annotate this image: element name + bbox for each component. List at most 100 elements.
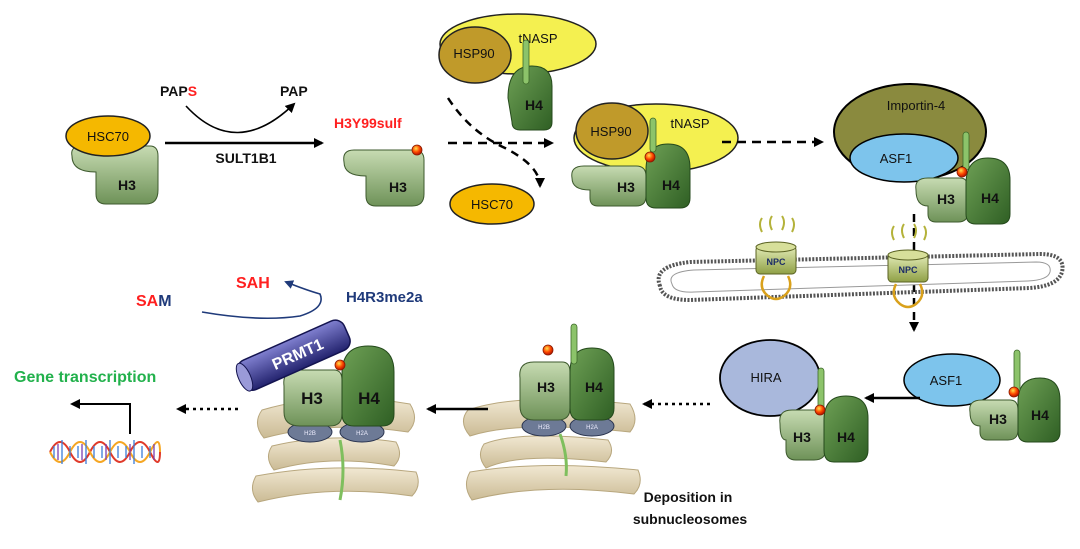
prmt1-enzyme: PRMT1 — [235, 319, 351, 392]
methyl-donor-arrow — [201, 280, 322, 320]
npc-filaments — [891, 223, 927, 241]
h4-label: H4 — [358, 389, 380, 408]
sulfation-site-dot — [1008, 386, 1020, 398]
hsc70-protein — [65, 115, 151, 157]
hsc70-label: HSC70 — [471, 197, 513, 212]
h4-histone — [569, 347, 615, 421]
npc-label: NPC — [898, 265, 918, 275]
dna-wrap — [480, 435, 612, 469]
gene-transcription-label: Gene transcription — [14, 369, 156, 386]
sulfation-site-dot — [334, 359, 346, 371]
h2a-label: H2A — [356, 431, 368, 437]
h3-label: H3 — [937, 191, 955, 207]
transcription-start-arrow — [70, 399, 131, 434]
hsp90-protein — [575, 102, 649, 160]
h4-tail — [962, 131, 970, 171]
hsp90-label: HSP90 — [590, 124, 631, 139]
h4-histone — [341, 345, 395, 427]
sulfation-cofactor-arrow — [185, 102, 296, 134]
dna-double-helix-icon — [49, 440, 161, 464]
nuclear-membrane — [656, 251, 1065, 303]
h3-label: H3 — [989, 411, 1007, 427]
nuclear-pore-complex: NPC — [755, 215, 797, 301]
sulfation-site-dot — [956, 166, 968, 178]
pap-label: PAP — [280, 83, 308, 99]
h3-histone — [779, 409, 827, 461]
h4-label: H4 — [585, 379, 603, 395]
h3-histone — [571, 165, 647, 207]
h2b-label: H2B — [304, 431, 316, 437]
nuclear-pore-complex: NPC — [887, 223, 929, 309]
h2a-label: H2A — [586, 425, 598, 431]
h4-label: H4 — [662, 177, 680, 193]
h3-label: H3 — [389, 179, 407, 195]
h3y99sulf-label: H3Y99sulf — [334, 115, 402, 131]
hsp90-protein — [438, 26, 512, 84]
h4-label: H4 — [525, 97, 543, 113]
hsc70-protein — [449, 183, 535, 225]
sulfated-h3: H3 — [343, 144, 425, 207]
deposition-label-line1: Deposition in — [644, 489, 733, 505]
tnasp-label: tNASP — [670, 116, 709, 131]
hsc70-label: HSC70 — [87, 129, 129, 144]
h4-histone — [645, 143, 691, 209]
nuclear-envelope: NPC NPC — [656, 215, 1065, 309]
sah-label: SAH — [236, 275, 270, 292]
h3-label: H3 — [617, 179, 635, 195]
h3-histone — [969, 399, 1019, 441]
sulfation-site-dot — [542, 344, 554, 356]
h4-tail — [570, 323, 578, 365]
npc-label: NPC — [766, 257, 786, 267]
dna-wrap — [252, 467, 419, 503]
sulfation-site-dot — [644, 151, 656, 163]
h4-histone — [507, 65, 553, 131]
asf1-label: ASF1 — [930, 373, 963, 388]
importin4-label: Importin-4 — [887, 98, 946, 113]
h4-histone — [823, 395, 869, 463]
h3-histone — [915, 177, 969, 223]
h4-tail — [522, 39, 530, 85]
dna-wrap — [268, 437, 400, 471]
histone-tail — [338, 439, 345, 501]
h3-label: H3 — [793, 429, 811, 445]
hsc70-release-arrow — [446, 97, 545, 188]
h4-tail — [1013, 349, 1021, 393]
asf1-h3-h4-complex: ASF1 H3 H4 — [903, 349, 1061, 443]
h3-label: H3 — [118, 177, 136, 193]
histone-tail — [558, 433, 568, 477]
npc-basket — [892, 283, 924, 309]
h4-label: H4 — [837, 429, 855, 445]
prmt1-nucleosome: H2B H2A H3 H4 PRMT1 — [235, 319, 419, 503]
paps-label: PAPS — [160, 83, 197, 99]
hira-label: HIRA — [750, 370, 781, 385]
h3-label: H3 — [537, 379, 555, 395]
h3-label: H3 — [301, 389, 323, 408]
sulfation-site-dot — [411, 144, 423, 156]
dna-wrap — [466, 464, 641, 501]
h4-label: H4 — [1031, 407, 1049, 423]
h3-histone — [343, 149, 425, 207]
deposition-label-line2: subnucleosomes — [633, 511, 748, 527]
hsc70-h3-complex: H3 HSC70 — [65, 115, 159, 205]
asf1-protein — [903, 353, 1001, 407]
h4-histone — [1017, 377, 1061, 443]
asf1-protein — [849, 133, 959, 183]
h4r3me2a-label: H4R3me2a — [346, 289, 423, 306]
h4-tail — [649, 117, 657, 153]
h4-label: H4 — [981, 190, 999, 206]
importin4-asf1-h3-h4-complex: Importin-4 ASF1 H3 H4 — [833, 83, 1011, 225]
subnucleosome: H2B H2A H3 H4 — [463, 323, 641, 501]
hsp90-tnasp-h3-h4-complex: tNASP H3 H4 HSP90 — [571, 102, 739, 209]
hsp90-label: HSP90 — [453, 46, 494, 61]
sulfation-site-dot — [814, 404, 826, 416]
npc-filaments — [759, 215, 795, 233]
h2b-label: H2B — [538, 425, 550, 431]
hira-h3-h4-complex: HIRA H3 H4 — [719, 339, 869, 463]
h4-histone — [965, 157, 1011, 225]
sult1b1-label: SULT1B1 — [215, 150, 276, 166]
npc-basket — [760, 275, 792, 301]
hsp90-tnasp-h4-complex: tNASP H4 HSP90 — [438, 13, 597, 131]
asf1-label: ASF1 — [880, 151, 913, 166]
sam-label: SAM — [136, 293, 172, 310]
